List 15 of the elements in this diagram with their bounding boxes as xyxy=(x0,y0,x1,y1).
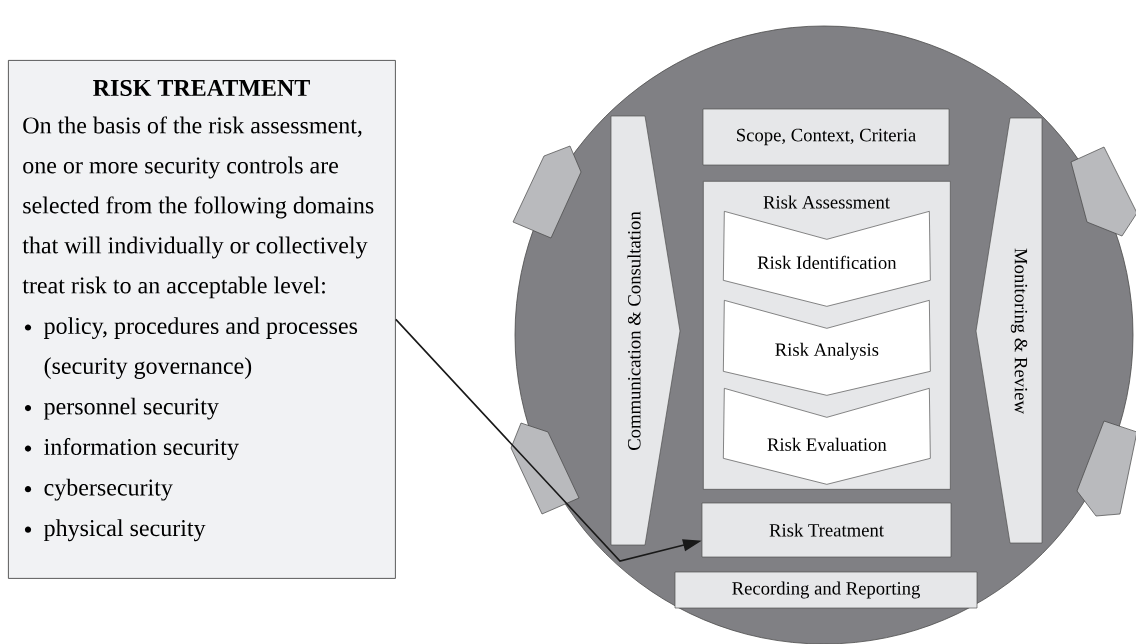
bullet-item: cybersecurity xyxy=(24,478,173,501)
bullet-item: physical security xyxy=(24,519,206,542)
process-box: Recording and Reporting xyxy=(674,571,978,609)
process-box: Risk Treatment xyxy=(701,502,952,558)
chevron-step: Risk Analysis xyxy=(723,300,931,396)
bullet-item: information security xyxy=(24,438,239,461)
panel-heading: RISK TREATMENT xyxy=(93,79,310,97)
process-box: Scope, Context, Criteria xyxy=(702,108,950,166)
arrow-band: Communication & Consultation xyxy=(610,115,681,546)
chevron-step: Risk Evaluation xyxy=(723,388,931,485)
chevron-step: Risk Identification xyxy=(723,211,931,307)
panel-text: On the basis of the risk assessment, one or more security controls are selected from the following domains that will individually or collectively treat risk to an acceptable level: xyxy=(22,116,374,299)
bullet-item: personnel security xyxy=(24,397,219,420)
arrow-band: Monitoring & Review xyxy=(975,117,1043,544)
bullet-item: policy, procedures and processes (security governance) xyxy=(24,317,358,379)
